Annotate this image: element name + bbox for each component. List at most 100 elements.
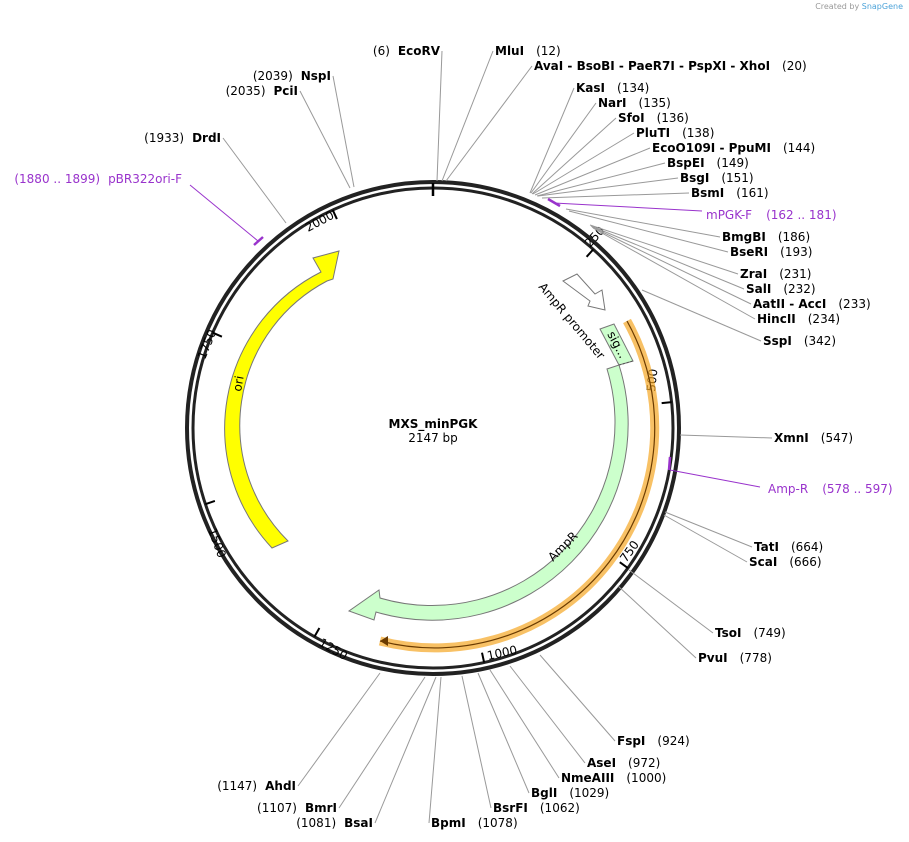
site-label: (1081) BsaI <box>296 816 373 830</box>
site-label: SfoI (136) <box>618 111 689 125</box>
site-name: ZraI <box>740 267 767 281</box>
site-name: BspEI <box>667 156 705 170</box>
site-pos: (924) <box>657 734 689 748</box>
site-leader-line <box>663 514 748 563</box>
primer-mark <box>667 456 672 471</box>
site-name: HincII <box>757 312 796 326</box>
site-leader-line <box>531 117 617 195</box>
site-leader-line <box>565 208 721 238</box>
tick-label: 2000 <box>303 208 337 235</box>
site-name: BpmI <box>431 816 466 830</box>
site-pos: (749) <box>753 626 785 640</box>
backbone-outer <box>185 180 681 676</box>
site-name: DrdI <box>192 131 221 145</box>
site-pos: (547) <box>821 431 853 445</box>
site-label: TsoI(749) <box>715 626 786 640</box>
site-name: ScaI <box>749 555 777 569</box>
site-pos: (1107) <box>257 801 297 815</box>
site-label: NmeAIII(1000) <box>561 771 666 785</box>
primer-name: Amp-R <box>768 482 808 496</box>
plasmid-length: 2147 bp <box>408 431 458 445</box>
site-label: BseRI (193) <box>730 245 812 259</box>
site-pos: (1078) <box>478 816 518 830</box>
site-name: NspI <box>301 69 331 83</box>
primer-label: mPGK-F(162 .. 181) <box>706 208 837 222</box>
site-leader-line <box>641 289 762 342</box>
site-pos: (1062) <box>540 801 580 815</box>
site-pos: (2035) <box>226 84 266 98</box>
site-name: BglI <box>531 786 557 800</box>
tick-mark <box>481 652 486 663</box>
primer-mark <box>547 197 561 208</box>
site-label: TatI(664) <box>754 540 823 554</box>
site-leader-line <box>591 226 752 305</box>
site-pos: (233) <box>838 297 870 311</box>
primer-leader-line <box>553 202 703 212</box>
site-leader-line <box>539 654 616 742</box>
site-label: AvaI - BsoBI - PaeR7I - PspXI - XhoI(20) <box>534 59 807 73</box>
site-label: XmnI (547) <box>774 431 853 445</box>
sig-divider <box>618 360 634 366</box>
site-label: BspEI(149) <box>667 156 749 170</box>
ampr-highlight-line <box>379 320 656 649</box>
site-label: BsrFI(1062) <box>493 801 580 815</box>
tick-label: 1250 <box>317 635 350 662</box>
site-leader-line <box>445 65 533 182</box>
site-label: EcoO109I - PpuMI(144) <box>652 141 815 155</box>
tick-mark <box>205 500 216 506</box>
site-name: NarI <box>598 96 627 110</box>
site-pos: (138) <box>682 126 714 140</box>
site-label: (2039) NspI <box>253 69 331 83</box>
site-label: BglI (1029) <box>531 786 609 800</box>
primer-label: (1880 .. 1899)pBR322ori-F <box>14 172 182 186</box>
site-pos: (2039) <box>253 69 293 83</box>
primer-pos: (162 .. 181) <box>766 208 836 222</box>
site-label: ScaI (666) <box>749 555 822 569</box>
site-leader-line <box>436 50 443 182</box>
site-label: BsgI(151) <box>680 171 754 185</box>
site-name: SspI <box>763 334 792 348</box>
site-name: SfoI <box>618 111 645 125</box>
site-label: HincII(234) <box>757 312 840 326</box>
primer-mark <box>253 236 264 246</box>
site-label: (1933)DrdI <box>144 131 221 145</box>
site-name: BsmI <box>691 186 724 200</box>
ampr-feature <box>347 364 629 621</box>
site-name: BsaI <box>344 816 373 830</box>
site-name: XmnI <box>774 431 809 445</box>
primer-leader-line <box>669 469 761 488</box>
site-name: EcoRV <box>398 44 441 58</box>
site-name: AseI <box>587 756 616 770</box>
site-label: KasI(134) <box>576 81 649 95</box>
ampr-promoter-label: AmpR promoter <box>536 280 608 362</box>
site-pos: (1029) <box>569 786 609 800</box>
site-name: PciI <box>274 84 299 98</box>
site-label: (2035) PciI <box>226 84 298 98</box>
site-leader-line <box>617 585 697 659</box>
site-pos: (1081) <box>296 816 336 830</box>
site-pos: (136) <box>657 111 689 125</box>
tick-mark <box>313 627 321 638</box>
site-label: BpmI (1078) <box>431 816 518 830</box>
site-pos: (972) <box>628 756 660 770</box>
site-leader-line <box>536 162 666 197</box>
site-name: BmrI <box>305 801 337 815</box>
site-pos: (134) <box>617 81 649 95</box>
site-pos: (151) <box>721 171 753 185</box>
site-name: BseRI <box>730 245 768 259</box>
site-pos: (193) <box>780 245 812 259</box>
primer-leader-line <box>189 184 259 242</box>
site-leader-line <box>222 137 287 224</box>
ampr-promoter-feature <box>562 273 606 311</box>
tick-mark <box>619 561 629 569</box>
site-name: SalI <box>746 282 771 296</box>
site-pos: (666) <box>789 555 821 569</box>
primer-pos: (578 .. 597) <box>822 482 892 496</box>
site-label: MluI(12) <box>495 44 561 58</box>
site-leader-line <box>297 672 381 787</box>
site-leader-line <box>477 672 530 794</box>
site-name: EcoO109I - PpuMI <box>652 141 771 155</box>
site-label: (1147)AhdI <box>217 779 296 793</box>
primer-name: pBR322ori-F <box>108 172 182 186</box>
